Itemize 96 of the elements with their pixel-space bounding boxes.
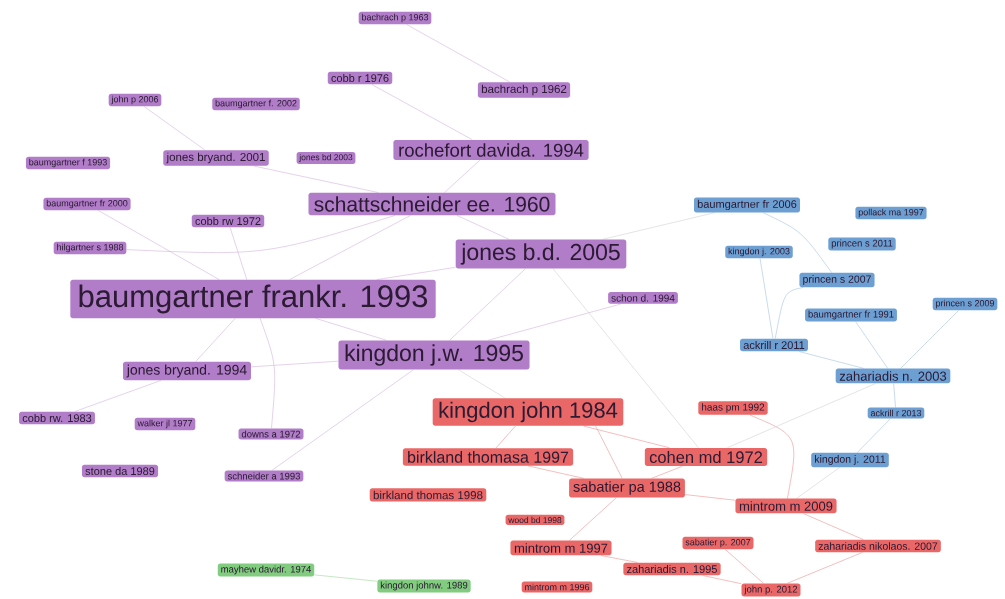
link-line <box>796 467 840 499</box>
link-line <box>314 574 378 582</box>
link-line <box>856 418 891 453</box>
node-label: baumgartner fr 1991 <box>805 308 897 322</box>
node-label: schattschneider ee. 1960 <box>308 192 556 216</box>
node-label: baumgartner fr 2000 <box>43 197 131 211</box>
link-line <box>651 465 683 479</box>
link-line <box>583 425 670 449</box>
link-line <box>594 425 623 479</box>
link-line <box>449 268 526 341</box>
node-label: birkland thomasa 1997 <box>402 448 574 466</box>
link-line <box>229 227 248 280</box>
link-line <box>406 24 511 83</box>
node-label: rochefort davida. 1994 <box>393 140 589 160</box>
link-line <box>74 380 162 412</box>
link-line <box>787 552 863 584</box>
link-line <box>195 318 236 362</box>
link-line <box>602 212 716 240</box>
link-line <box>684 494 736 501</box>
node-label: jones b.d. 2005 <box>455 239 627 269</box>
node-label: john p 2006 <box>108 93 162 107</box>
link-line <box>762 212 832 273</box>
link-line <box>315 318 387 341</box>
node-label: schon d. 1994 <box>608 292 678 304</box>
node-label: sabatier p. 2007 <box>682 536 754 550</box>
node-label: jones bryand. 1994 <box>123 361 251 381</box>
node-label: ackrill r 2013 <box>867 407 925 419</box>
link-line <box>893 383 896 408</box>
node-label: kingdon j. 2003 <box>725 245 793 259</box>
link-line <box>759 258 774 339</box>
link-line <box>289 215 411 280</box>
node-label: baumgartner f. 2002 <box>212 97 300 111</box>
node-label: kingdon j. 2011 <box>811 452 889 468</box>
node-label: wood bd 1998 <box>505 514 565 526</box>
node-label: kingdon johnw. 1989 <box>377 579 471 593</box>
link-line <box>143 106 206 151</box>
node-label: downs a 1972 <box>238 428 304 440</box>
node-label: zahariadis n. 2003 <box>835 368 951 384</box>
node-label: ackrill r 2011 <box>740 338 808 352</box>
node-label: princen s 2009 <box>932 297 998 311</box>
node-label: zahariadis nikolaos. 2007 <box>815 539 941 553</box>
link-line <box>552 268 699 449</box>
node-label: stone da 1989 <box>81 464 159 478</box>
link-line <box>495 425 516 449</box>
link-line <box>457 369 506 399</box>
node-label: cohen md 1972 <box>644 447 768 467</box>
link-line <box>900 310 959 369</box>
link-line <box>727 383 876 449</box>
link-line <box>487 303 622 341</box>
node-label: baumgartner fr 2006 <box>693 197 801 213</box>
link-line <box>798 351 865 369</box>
link-line <box>749 414 795 499</box>
link-line <box>376 267 456 280</box>
node-label: princen s 2007 <box>799 272 875 288</box>
link-line <box>600 555 638 563</box>
node-label: sabatier pa 1988 <box>569 478 685 498</box>
link-line <box>271 369 414 471</box>
link-line <box>702 575 742 584</box>
node-label: kingdon j.w. 1995 <box>338 340 530 370</box>
node-label: haas pm 1992 <box>698 401 768 415</box>
node-label: princen s 2011 <box>828 237 896 251</box>
node-label: mayhew davidr. 1974 <box>217 563 315 577</box>
link-line <box>855 321 889 369</box>
node-label: cobb rw 1972 <box>191 214 265 228</box>
link-line <box>371 84 473 141</box>
node-label: kingdon john 1984 <box>432 398 624 426</box>
node-label: mintrom m 1996 <box>521 581 593 593</box>
link-line <box>456 215 510 240</box>
node-label: baumgartner f 1993 <box>25 156 111 170</box>
link-line <box>250 360 339 368</box>
link-line <box>444 159 481 193</box>
link-line <box>569 497 617 541</box>
link-line <box>774 287 804 339</box>
node-label: cobb r 1976 <box>327 71 393 85</box>
node-label: jones bd 2003 <box>296 152 356 164</box>
node-label: birkland thomas 1998 <box>369 488 487 502</box>
node-label: john p. 2012 <box>741 583 801 597</box>
link-line <box>527 465 584 479</box>
node-label: zahariadis n. 1995 <box>623 562 721 576</box>
link-line <box>803 513 864 540</box>
node-label: mintrom m 1997 <box>510 540 612 556</box>
node-label: walker jl 1977 <box>134 417 196 431</box>
node-label: schneider a 1993 <box>224 470 304 482</box>
link-line <box>725 549 764 584</box>
node-label: pollack ma 1997 <box>855 206 927 220</box>
node-label: mintrom m 2009 <box>735 498 837 514</box>
node-label: baumgartner frankr. 1993 <box>70 279 436 319</box>
node-label: bachrach p 1962 <box>477 82 571 98</box>
link-line <box>253 165 379 193</box>
link-line <box>98 210 220 280</box>
node-label: bachrach p 1963 <box>358 11 432 25</box>
link-line <box>259 318 275 429</box>
node-label: cobb rw. 1983 <box>19 411 95 425</box>
node-label: hilgartner s 1988 <box>53 241 127 255</box>
link-line <box>126 215 396 253</box>
node-label: jones bryand. 2001 <box>163 150 269 166</box>
